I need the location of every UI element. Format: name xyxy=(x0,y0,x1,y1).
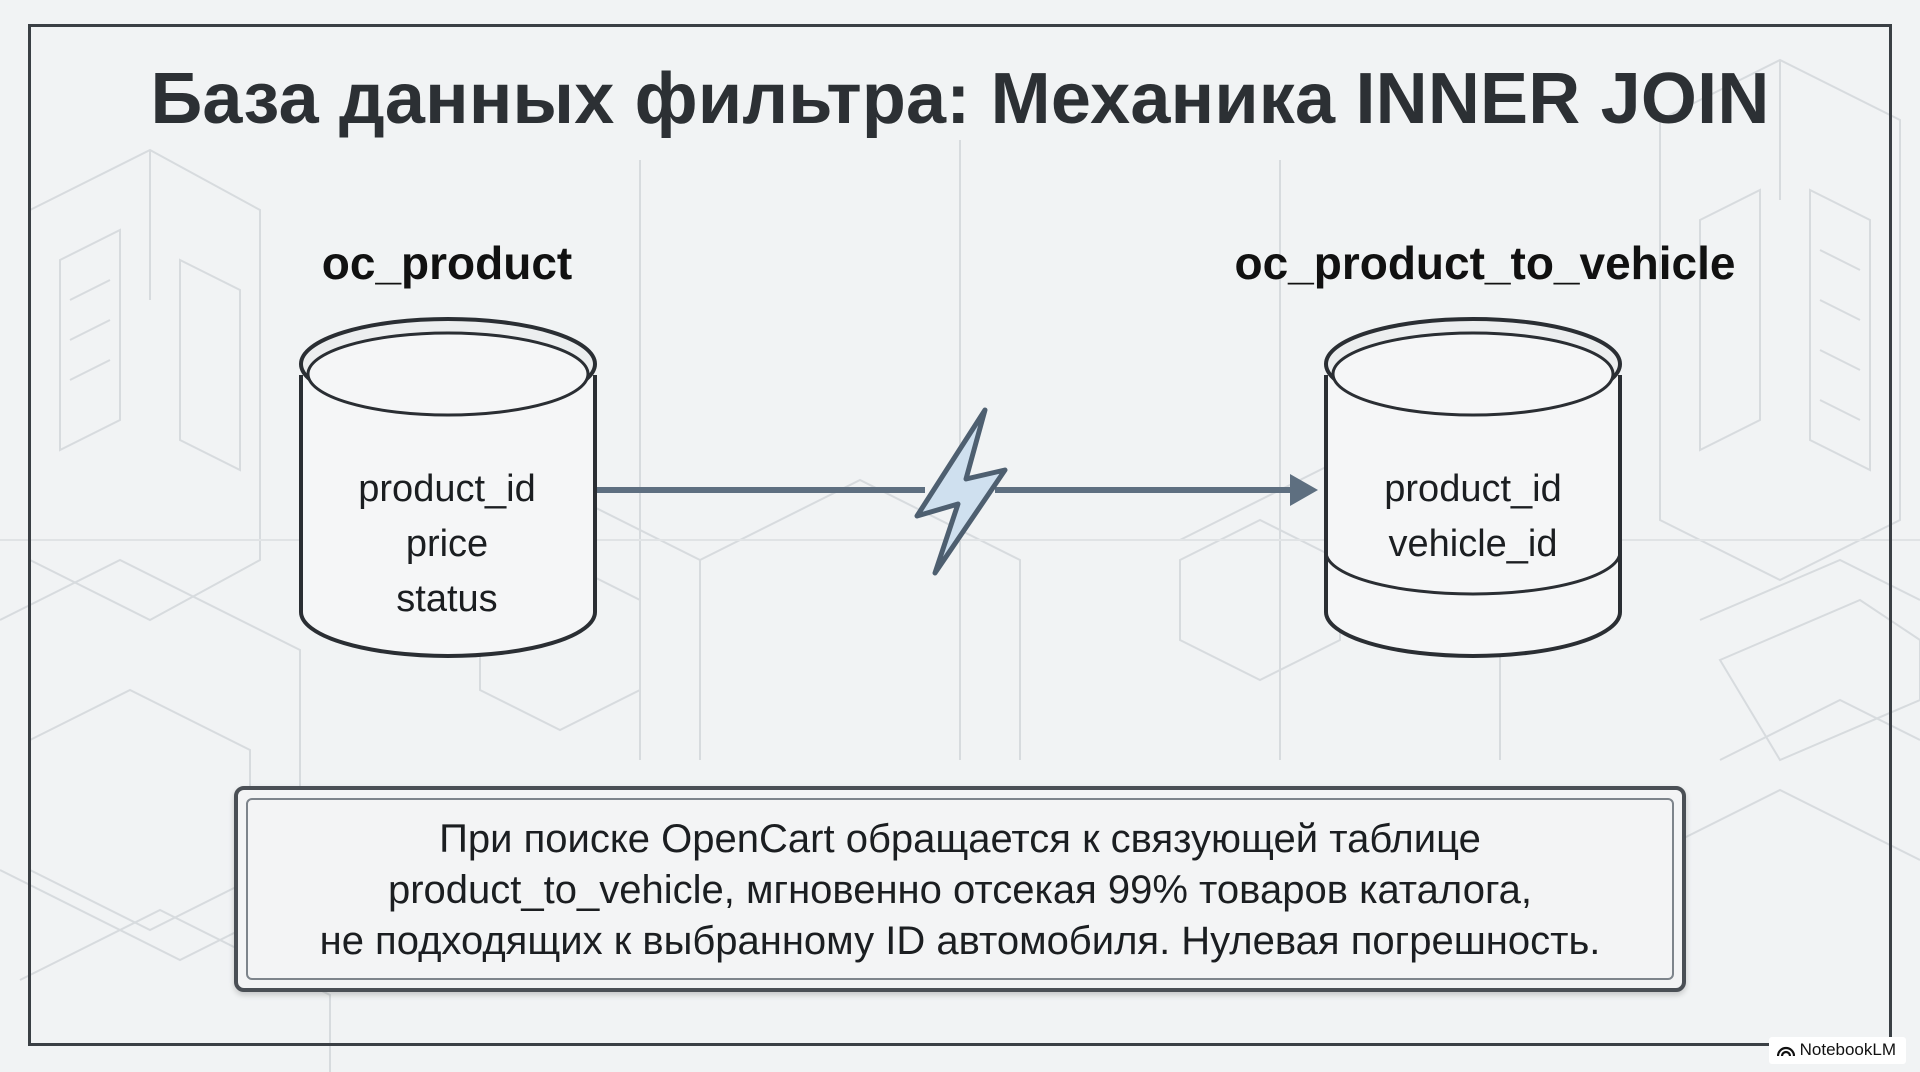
explanation-line-1: При поиске OpenCart обращается к связующ… xyxy=(439,817,1481,861)
badge-label: NotebookLM xyxy=(1799,1040,1896,1059)
lightning-bolt-icon xyxy=(914,407,1008,576)
slide-title: База данных фильтра: Механика INNER JOIN xyxy=(150,59,1770,139)
field-product-id: product_id xyxy=(1384,468,1562,510)
field-product-id: product_id xyxy=(358,468,536,510)
explanation-line-3: не подходящих к выбранному ID автомобиля… xyxy=(319,919,1601,963)
explanation-box xyxy=(234,786,1686,992)
field-price: price xyxy=(405,523,489,565)
field-vehicle-id: vehicle_id xyxy=(1388,523,1558,565)
notebooklm-logo-icon xyxy=(1776,1046,1795,1057)
join-arrow-icon xyxy=(597,474,1318,506)
field-status: status xyxy=(396,578,498,620)
notebooklm-badge: NotebookLM xyxy=(1768,1037,1906,1064)
database-cylinder-left-icon xyxy=(299,317,597,658)
table-name-oc-product: oc_product xyxy=(321,237,573,289)
table-name-oc-product-to-vehicle: oc_product_to_vehicle xyxy=(1234,237,1736,289)
database-cylinder-right-icon xyxy=(1324,317,1622,658)
explanation-box-inner-border xyxy=(246,798,1674,980)
explanation-line-2: product_to_vehicle, мгновенно отсекая 99… xyxy=(387,868,1533,912)
slide-frame xyxy=(28,24,1892,1046)
